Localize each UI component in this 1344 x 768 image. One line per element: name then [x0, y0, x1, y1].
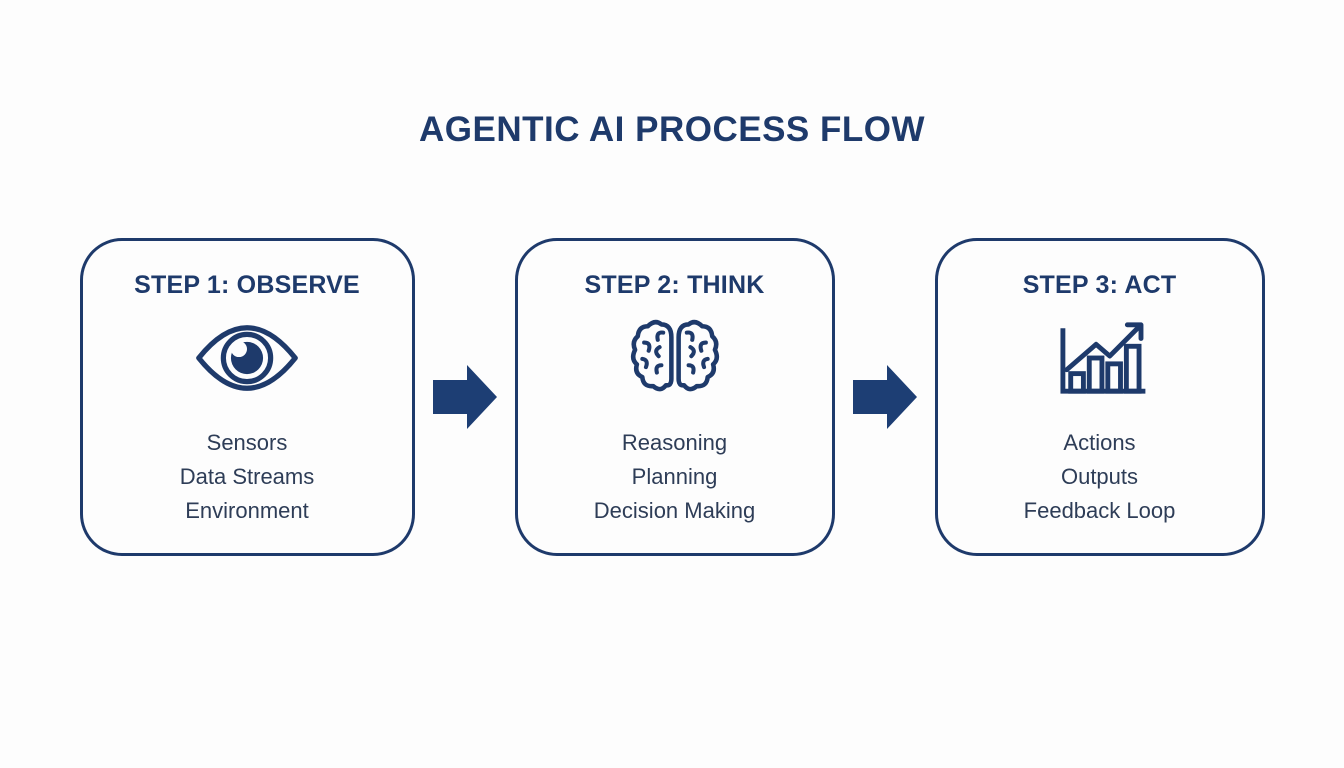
step-item: Data Streams: [179, 464, 315, 489]
step-box-think: STEP 2: THINK Reasoning: [514, 238, 835, 556]
step-heading: STEP 3: ACT: [1022, 271, 1177, 299]
step-item: Decision Making: [593, 498, 756, 523]
step-item-list: Sensors Data Streams Environment: [180, 426, 315, 528]
step-item-list: Actions Outputs Feedback Loop: [1024, 426, 1176, 528]
step-item: Feedback Loop: [1023, 498, 1176, 523]
brain-icon: [626, 314, 724, 402]
step-box-act: STEP 3: ACT Actions Outputs Feedback Loo: [934, 238, 1265, 556]
step-item: Actions: [1063, 430, 1136, 455]
step-heading: STEP 2: THINK: [584, 271, 765, 299]
process-flow: STEP 1: OBSERVE Sensors Data Streams Env…: [0, 238, 1344, 556]
step-heading: STEP 1: OBSERVE: [134, 271, 360, 299]
step-item-list: Reasoning Planning Decision Making: [594, 426, 755, 528]
step-item: Reasoning: [621, 430, 728, 455]
arrow-right-icon: [432, 365, 497, 429]
bar-chart-icon: [1053, 314, 1147, 402]
arrow-right-icon: [852, 365, 917, 429]
step-box-observe: STEP 1: OBSERVE Sensors Data Streams Env…: [79, 238, 415, 556]
step-item: Sensors: [206, 430, 288, 455]
step-item: Outputs: [1060, 464, 1139, 489]
page-title: AGENTIC AI PROCESS FLOW: [418, 110, 926, 149]
step-item: Environment: [185, 498, 309, 523]
step-item: Planning: [631, 464, 718, 489]
eye-icon: [195, 314, 299, 402]
